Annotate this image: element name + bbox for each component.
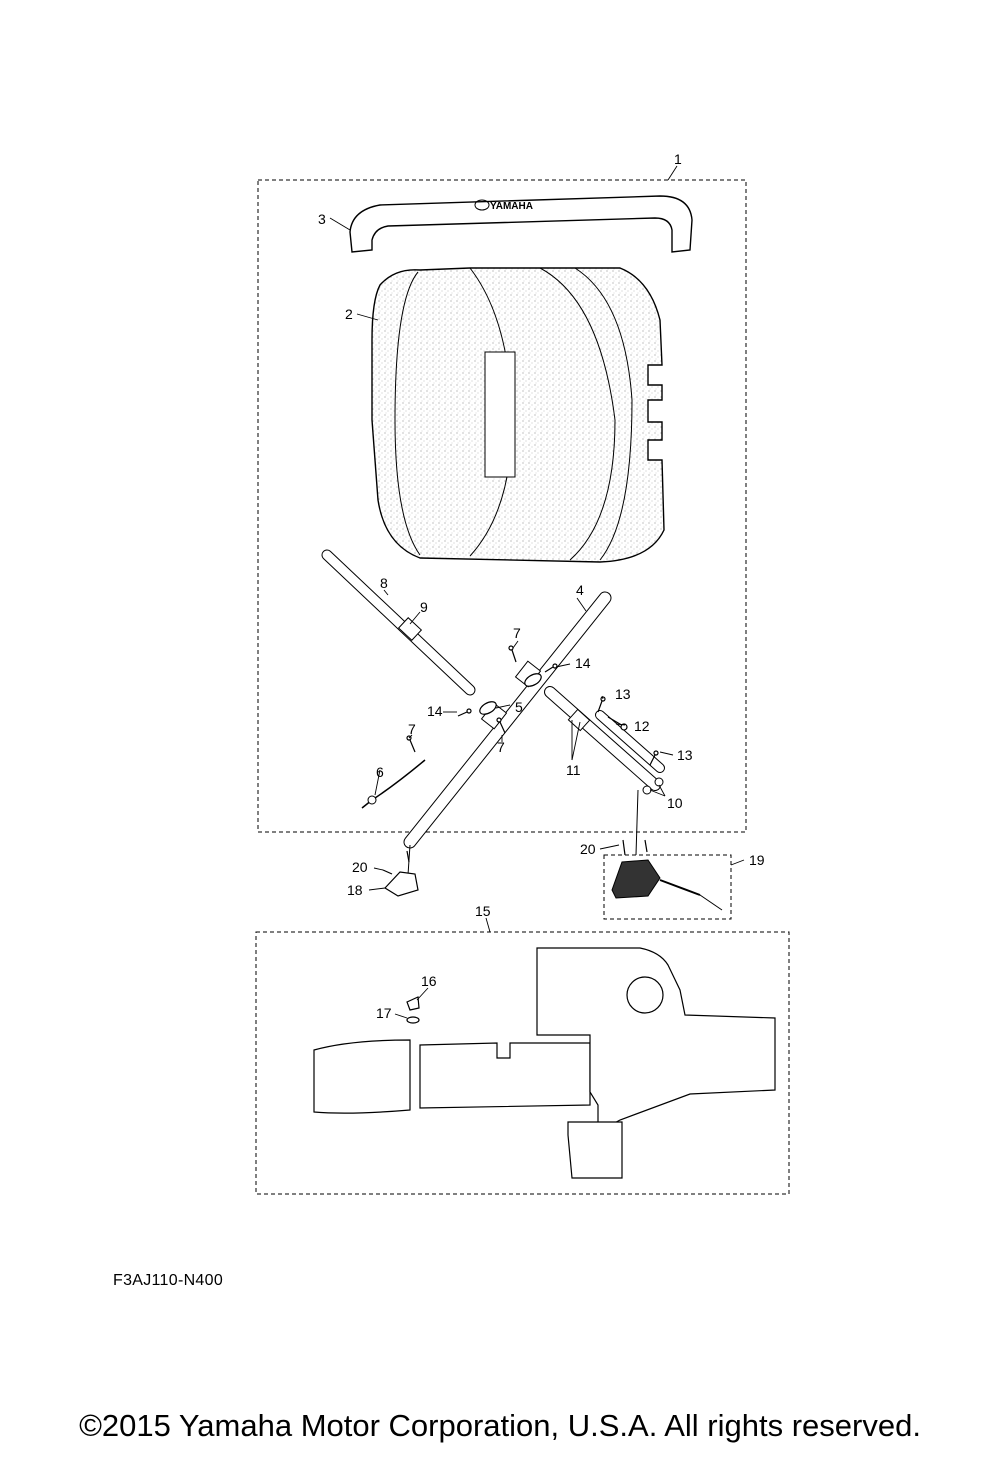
assembly-19-boundary: [603, 854, 732, 920]
callout-18: 18: [347, 882, 363, 898]
fastener-16-17: [406, 996, 420, 1024]
callout-12: 12: [634, 718, 650, 734]
callout-1: 1: [674, 151, 682, 167]
assembly-1-boundary: [257, 179, 747, 833]
lanyard-6-clip: [367, 795, 377, 805]
bracket-18-part: [382, 844, 419, 897]
callout-20b: 20: [580, 841, 596, 857]
pole-assembly-10-11: [544, 686, 665, 795]
screws-group: [406, 645, 659, 766]
callout-2: 2: [345, 306, 353, 322]
yamaha-bar-part: [349, 195, 693, 253]
callout-9: 9: [420, 599, 428, 615]
callout-4: 4: [576, 582, 584, 598]
diagram-code: F3AJ110-N400: [113, 1272, 224, 1289]
callout-7b: 7: [408, 721, 416, 737]
callout-14b: 14: [427, 703, 443, 719]
assembly-15-boundary: [255, 931, 790, 1195]
callout-14a: 14: [575, 655, 591, 671]
callout-16: 16: [421, 973, 437, 989]
callout-13b: 13: [677, 747, 693, 763]
callout-19: 19: [749, 852, 765, 868]
yamaha-logo-icon: [474, 199, 490, 211]
seat-panel-line-right: [539, 267, 616, 561]
callout-6: 6: [376, 764, 384, 780]
callout-17: 17: [376, 1005, 392, 1021]
callout-11: 11: [566, 762, 581, 778]
callout-13a: 13: [615, 686, 631, 702]
callout-20a: 20: [352, 859, 368, 875]
bracket-19-part: [611, 789, 723, 911]
callout-5: 5: [515, 699, 523, 715]
pole-4-part: [403, 591, 612, 849]
callout-7a: 7: [513, 625, 521, 641]
callout-8: 8: [380, 575, 388, 591]
callout-7c: 7: [497, 739, 505, 755]
copyright-notice: ©2015 Yamaha Motor Corporation, U.S.A. A…: [79, 1408, 921, 1443]
yamaha-brand-text: YAMAHA: [490, 201, 533, 212]
seat-slot: [484, 351, 516, 478]
pole-8-part: [321, 549, 476, 696]
seat-panel-line-far: [574, 267, 633, 561]
seat-panel-line-left: [394, 271, 421, 556]
callout-3: 3: [318, 211, 326, 227]
callout-10: 10: [667, 795, 683, 811]
mat-set-15-part: [313, 947, 776, 1179]
seat-cover-part: [371, 267, 665, 563]
joint-5b-part: [524, 673, 542, 687]
joint-5-part: [479, 701, 497, 715]
leader-lines: [329, 165, 745, 1019]
callout-15: 15: [475, 903, 491, 919]
